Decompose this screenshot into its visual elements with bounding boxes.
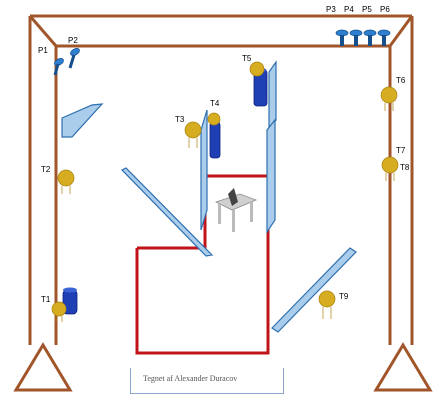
- label-p6: P6: [380, 5, 390, 14]
- label-t7: T7: [396, 146, 406, 155]
- panel-diagonal: [120, 167, 214, 257]
- label-p3: P3: [326, 5, 336, 14]
- panel-t5-lower: [266, 118, 276, 234]
- lamp-t6: [380, 86, 398, 111]
- lamp-t4: [207, 112, 221, 126]
- credit-box: Tegnet af Alexander Duracov: [130, 368, 284, 394]
- lamp-t1: [51, 301, 67, 322]
- barrel-t4: [209, 120, 221, 159]
- panel-left: [61, 103, 104, 138]
- label-t6: T6: [396, 76, 406, 85]
- lamp-t5: [249, 61, 265, 77]
- label-p4: P4: [344, 5, 354, 14]
- panels: [61, 60, 357, 333]
- spot-p4: [349, 29, 363, 46]
- lamp-t2: [57, 169, 75, 194]
- label-t9: T9: [339, 292, 349, 301]
- lamp-icons: [51, 61, 399, 322]
- spot-p3: [335, 29, 349, 46]
- label-t4: T4: [210, 99, 220, 108]
- label-t3: T3: [175, 115, 185, 124]
- table-icon: [214, 188, 258, 232]
- label-t2: T2: [41, 165, 51, 174]
- lamp-t9: [318, 290, 336, 319]
- panel-t3: [200, 109, 208, 231]
- panel-t5-upper: [268, 60, 277, 132]
- credit-text: Tegnet af Alexander Duracov: [143, 374, 238, 383]
- label-t5: T5: [242, 54, 252, 63]
- spot-p2: [68, 48, 80, 69]
- lamp-t7-t8: [381, 156, 399, 181]
- labels: P1 P2 P3 P4 P5 P6 T1 T2 T3 T4 T5 T6 T7 T…: [38, 5, 410, 304]
- label-t8: T8: [400, 163, 410, 172]
- spot-icons: [53, 29, 391, 76]
- label-p1: P1: [38, 46, 48, 55]
- spot-p6: [377, 29, 391, 46]
- barrel-t1: [62, 287, 78, 315]
- lamp-t3: [184, 121, 202, 148]
- label-t1: T1: [41, 295, 51, 304]
- spot-p1: [53, 58, 64, 76]
- label-p5: P5: [362, 5, 372, 14]
- panel-right: [271, 247, 357, 333]
- label-p2: P2: [68, 36, 78, 45]
- spot-p5: [363, 29, 377, 46]
